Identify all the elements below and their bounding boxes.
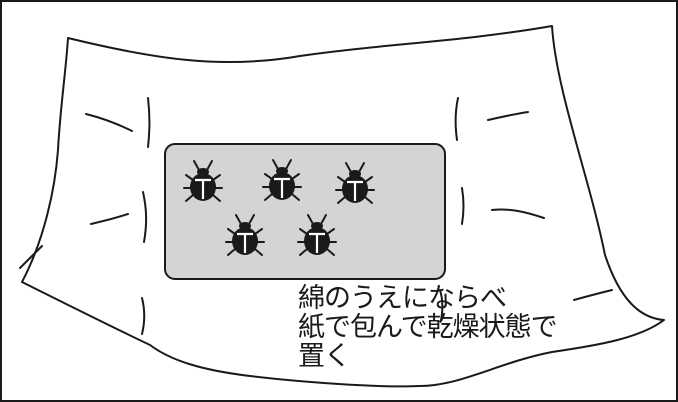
cotton-sheet [21, 25, 665, 388]
drying-tray [164, 143, 446, 280]
caption-line-2: 紙で包んで乾燥状態で [298, 312, 558, 343]
caption-text: 綿のうえにならべ 紙で包んで乾燥状態で 置く [298, 284, 638, 371]
caption-line-3: 置く [298, 341, 351, 372]
caption-line-1: 綿のうえにならべ [298, 283, 507, 314]
sheet-folds [19, 97, 613, 335]
